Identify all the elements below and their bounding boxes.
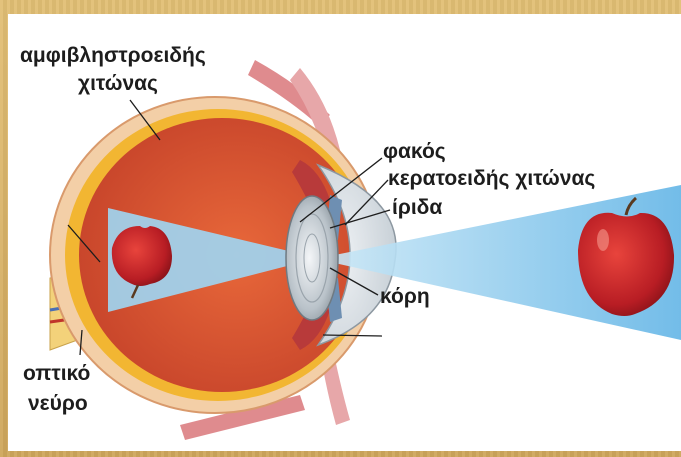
optic-nerve-label-line2: νεύρο: [28, 392, 88, 416]
iris-label: ίριδα: [392, 196, 442, 220]
optic-nerve-label-line1: οπτικό: [23, 362, 90, 386]
retina-label-line2: χιτώνας: [78, 72, 158, 96]
retina-label-line1: αμφιβληστροειδής: [20, 44, 206, 68]
cornea-label: κερατοειδής χιτώνας: [388, 167, 595, 191]
pupil-label: κόρη: [380, 285, 430, 309]
lens-label: φακός: [383, 140, 446, 164]
